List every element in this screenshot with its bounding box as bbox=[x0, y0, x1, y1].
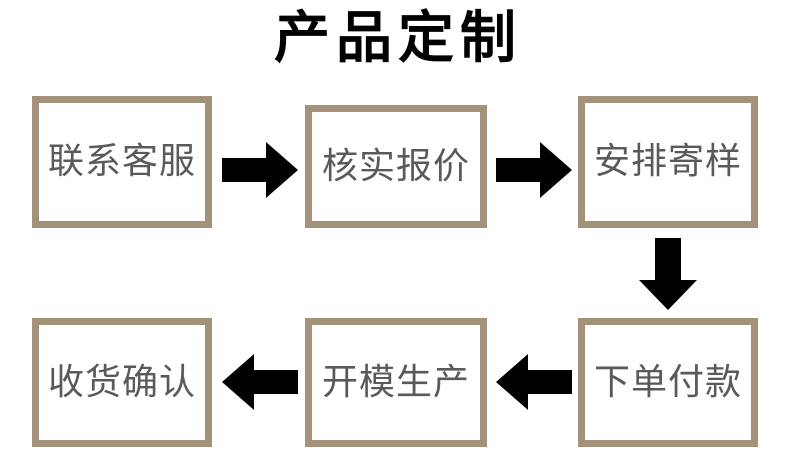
flow-node-arrange-sample[interactable]: 安排寄样 bbox=[578, 96, 758, 228]
arrow-right-quote-to-sample bbox=[496, 140, 572, 200]
flow-node-place-order-pay[interactable]: 下单付款 bbox=[578, 318, 758, 447]
arrow-right-contact-to-quote bbox=[222, 140, 298, 200]
flow-node-confirm-receipt[interactable]: 收货确认 bbox=[32, 318, 212, 447]
flow-node-label: 收货确认 bbox=[47, 361, 196, 403]
arrow-left-production-to-receipt bbox=[222, 352, 298, 412]
flow-node-label: 核实报价 bbox=[321, 145, 470, 187]
flow-node-label: 安排寄样 bbox=[593, 141, 742, 182]
flow-node-label: 开模生产 bbox=[321, 361, 470, 403]
flow-node-mold-production[interactable]: 开模生产 bbox=[305, 318, 487, 447]
page-title: 产品定制 bbox=[274, 6, 522, 71]
arrow-left-order-to-production bbox=[496, 352, 572, 412]
arrow-down-sample-to-order bbox=[638, 238, 698, 310]
flow-node-contact-service[interactable]: 联系客服 bbox=[32, 96, 212, 228]
flow-node-label: 联系客服 bbox=[47, 141, 196, 182]
flow-node-label: 下单付款 bbox=[593, 361, 742, 403]
flow-node-verify-quote[interactable]: 核实报价 bbox=[305, 105, 487, 228]
